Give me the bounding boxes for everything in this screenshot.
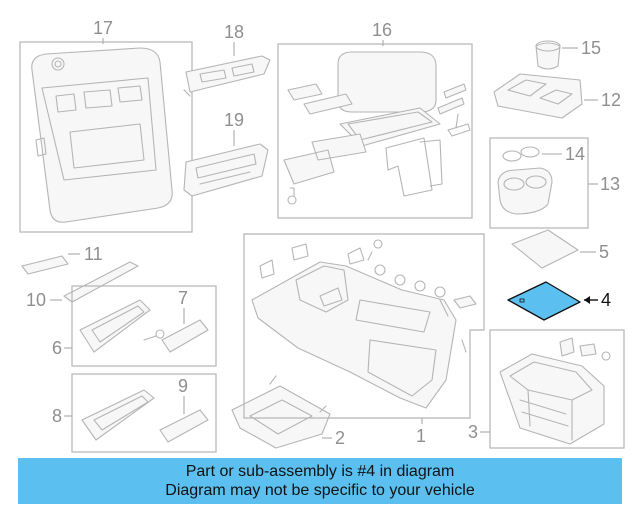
- callout-3: 3: [468, 422, 478, 442]
- part-1-box: [243, 233, 485, 419]
- part-3-group: 3: [468, 329, 625, 449]
- front-panel: [31, 47, 173, 223]
- part-4-group: 4: [507, 281, 611, 321]
- part-18-group: 18: [183, 22, 271, 97]
- callout-9: 9: [178, 376, 188, 396]
- armrest-lid: [337, 51, 437, 113]
- callout-2: 2: [335, 428, 345, 448]
- callout-1: 1: [416, 426, 426, 446]
- bracket-7: [161, 319, 209, 353]
- part-17-group: 17: [19, 18, 193, 233]
- part-8-box: [71, 373, 217, 453]
- part-13-box: [489, 137, 589, 229]
- strip-11: [21, 255, 69, 275]
- part-6-group: 6 7: [52, 285, 217, 367]
- bracket-2: [231, 385, 331, 449]
- cup-insert-15: [535, 42, 561, 70]
- callout-11: 11: [84, 244, 103, 264]
- banner-line-1: Part or sub-assembly is #4 in diagram: [185, 463, 455, 480]
- banner-line-2: Diagram may not be specific to your vehi…: [165, 482, 475, 499]
- part-16-group: 16: [277, 20, 473, 219]
- part-6-box: [71, 285, 217, 367]
- callout-18: 18: [224, 22, 244, 42]
- callout-8: 8: [52, 406, 62, 426]
- callout-10: 10: [26, 290, 46, 310]
- callout-17: 17: [93, 18, 113, 38]
- part-1-group: 1: [243, 233, 485, 446]
- part-11-group: 11: [21, 244, 103, 275]
- info-banner: Part or sub-assembly is #4 in diagram Di…: [18, 458, 622, 504]
- callout-7: 7: [178, 288, 188, 308]
- callout-16: 16: [372, 20, 392, 40]
- part-5-group: 5: [511, 229, 609, 269]
- part-19-group: 19: [183, 110, 269, 197]
- mat-5: [511, 229, 579, 269]
- bracket-16: [283, 133, 367, 185]
- switch-panel-18: [185, 55, 271, 93]
- part-17-box: [19, 41, 193, 233]
- callout-15: 15: [581, 38, 601, 58]
- part-16-box: [277, 43, 473, 219]
- callout-14: 14: [565, 144, 585, 164]
- console-body: [251, 261, 457, 409]
- bracket-9: [159, 409, 209, 443]
- part-10-group: 10: [26, 261, 139, 310]
- callout-6: 6: [52, 338, 62, 358]
- callout-4: 4: [601, 290, 611, 310]
- cup-holder-13: [497, 167, 553, 215]
- part-13-group: 13 14: [489, 137, 620, 229]
- part-3-box: [489, 329, 625, 449]
- trim-10: [63, 261, 139, 303]
- storage-bin: [499, 353, 605, 445]
- part-12-group: 12: [493, 73, 621, 119]
- callout-5: 5: [599, 242, 609, 262]
- part-15-group: 15: [535, 38, 601, 70]
- part-8-group: 8 9: [52, 373, 217, 453]
- callout-13: 13: [600, 174, 620, 194]
- callout-19: 19: [224, 110, 244, 130]
- highlighted-mat-4[interactable]: [507, 281, 581, 321]
- parts-diagram: 17 18 19 16 15: [19, 18, 625, 453]
- part-2-group: 2: [231, 375, 345, 449]
- callout-12: 12: [601, 90, 621, 110]
